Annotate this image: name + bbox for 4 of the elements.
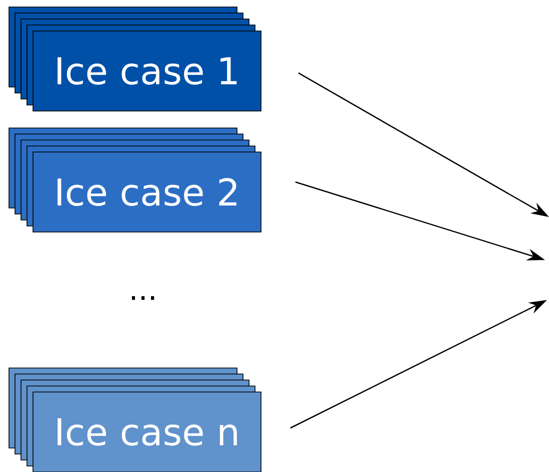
stacked-case-box: Ice case 1 bbox=[8, 6, 262, 112]
ellipsis-label: ... bbox=[132, 296, 154, 300]
stacked-case-box: Ice case n bbox=[8, 368, 262, 472]
stacked-case-box: Ice case 2 bbox=[8, 128, 262, 232]
